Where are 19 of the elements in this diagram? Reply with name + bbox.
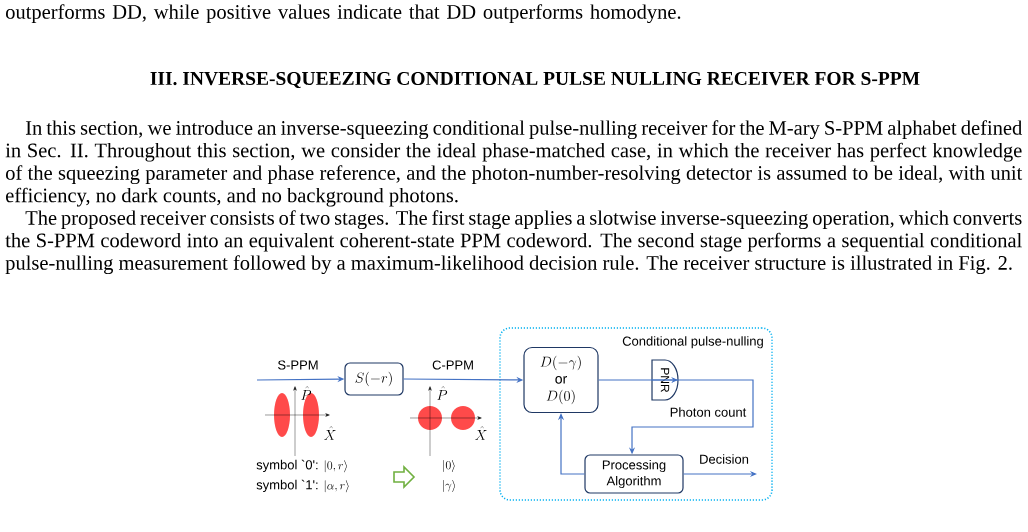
paragraph: In this section, we introduce an inverse-squeezing conditional pulse-nulling receiver for the M-ary S-PPM alphabet defined in Sec. II. Throughout this section, we consider the ideal phase-matched case, in which the receiver has perfect knowledge of the squeezing parameter and phase reference, and the photon-number-resolving detector is assumed to be ideal, with unit efficiency, no dark counts, and no background photons. — [5, 120, 1023, 207]
state-label: $\text{symbol `0': }|0,r\rangle$ — [256, 459, 347, 473]
axis-label: $\hat{P}$ — [437, 386, 448, 400]
edge-label: Decision — [700, 454, 749, 464]
state-label: $|\gamma\rangle$ — [443, 480, 456, 492]
edge-label: S-PPM — [278, 360, 318, 370]
state-label: $\text{symbol `1': }|\alpha,r\rangle$ — [256, 479, 349, 493]
edge-label: Photon count — [670, 407, 747, 417]
axis-label: $\hat{X}$ — [323, 426, 336, 440]
axis-label: $\hat{X}$ — [474, 426, 487, 440]
state-label: $|0\rangle$ — [443, 460, 455, 472]
edge-label: C-PPM — [432, 360, 473, 370]
body-text: outperforms DD, while positive values indicate that DD outperforms homodyne. — [6, 4, 681, 24]
axis-label: $\hat{P}$ — [301, 386, 312, 400]
process-box: $S(-r)$ — [344, 362, 404, 396]
section-heading: III. INVERSE-SQUEEZING CONDITIONAL PULSE NULLING RECEIVER FOR S-PPM — [150, 71, 920, 89]
process-box: Processing Algorithm — [584, 454, 684, 494]
process-box: $D(-\gamma)$ or $D(0)$ — [523, 346, 599, 414]
paragraph: The proposed receiver consists of two stages. The first stage applies a slotwise inverse-squeezing operation, which converts the S-PPM codeword into an equivalent coherent-state PPM codeword. The second stage performs a sequential conditional pulse-nulling measurement followed by a maximum-likelihood decision rule. The receiver structure is illustrated in Fig. 2. — [5, 210, 1022, 275]
